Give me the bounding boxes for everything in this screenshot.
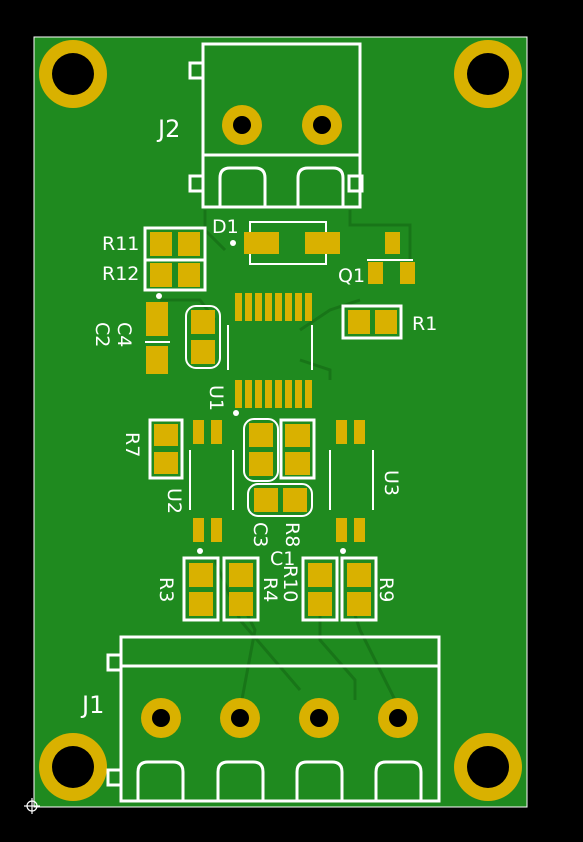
resistor-r1 — [341, 304, 403, 340]
label-r7: R7 — [121, 432, 143, 457]
label-c1: C1 — [270, 548, 295, 570]
mounting-hole-bottom-right — [454, 733, 522, 801]
crosshair-icon — [24, 798, 40, 814]
label-r10: R10 — [279, 565, 301, 602]
label-c4: C4 — [113, 322, 135, 347]
label-r11: R11 — [102, 233, 139, 255]
label-r12: R12 — [102, 263, 139, 285]
ic-u3 — [329, 420, 374, 554]
connector-j2 — [188, 42, 364, 209]
resistor-r9 — [340, 556, 378, 622]
connector-j1 — [106, 635, 441, 803]
transistor-q1 — [367, 232, 415, 284]
label-j2: J2 — [156, 115, 180, 143]
label-u3: U3 — [380, 470, 402, 496]
resistor-r4 — [222, 556, 260, 622]
capacitor-c1 — [247, 483, 313, 517]
capacitor-near-u1 — [185, 305, 221, 369]
label-r9: R9 — [375, 577, 397, 602]
mounting-hole-bottom-left — [39, 733, 107, 801]
ic-u1 — [227, 293, 313, 416]
resistor-r11 — [143, 226, 207, 262]
resistor-r8 — [279, 418, 316, 480]
label-r3: R3 — [155, 577, 177, 602]
ic-u2 — [189, 420, 234, 554]
resistor-r7 — [148, 418, 184, 480]
mounting-hole-top-right — [454, 40, 522, 108]
label-c3: C3 — [249, 522, 271, 547]
label-u2: U2 — [163, 488, 185, 514]
label-r4: R4 — [259, 577, 281, 602]
label-c2: C2 — [91, 322, 113, 347]
resistor-r3 — [182, 556, 220, 622]
capacitor-c4 — [145, 293, 170, 343]
label-q1: Q1 — [338, 265, 365, 287]
mounting-hole-top-left — [39, 40, 107, 108]
capacitor-c3 — [243, 418, 279, 482]
label-r8: R8 — [281, 522, 303, 547]
diode-d1 — [230, 221, 340, 265]
resistor-r12 — [143, 258, 207, 292]
label-d1: D1 — [212, 216, 239, 238]
label-j1: J1 — [80, 691, 104, 719]
label-u1: U1 — [205, 385, 227, 411]
label-r1: R1 — [412, 313, 437, 335]
resistor-r10 — [301, 556, 339, 622]
capacitor-c2 — [146, 346, 168, 374]
